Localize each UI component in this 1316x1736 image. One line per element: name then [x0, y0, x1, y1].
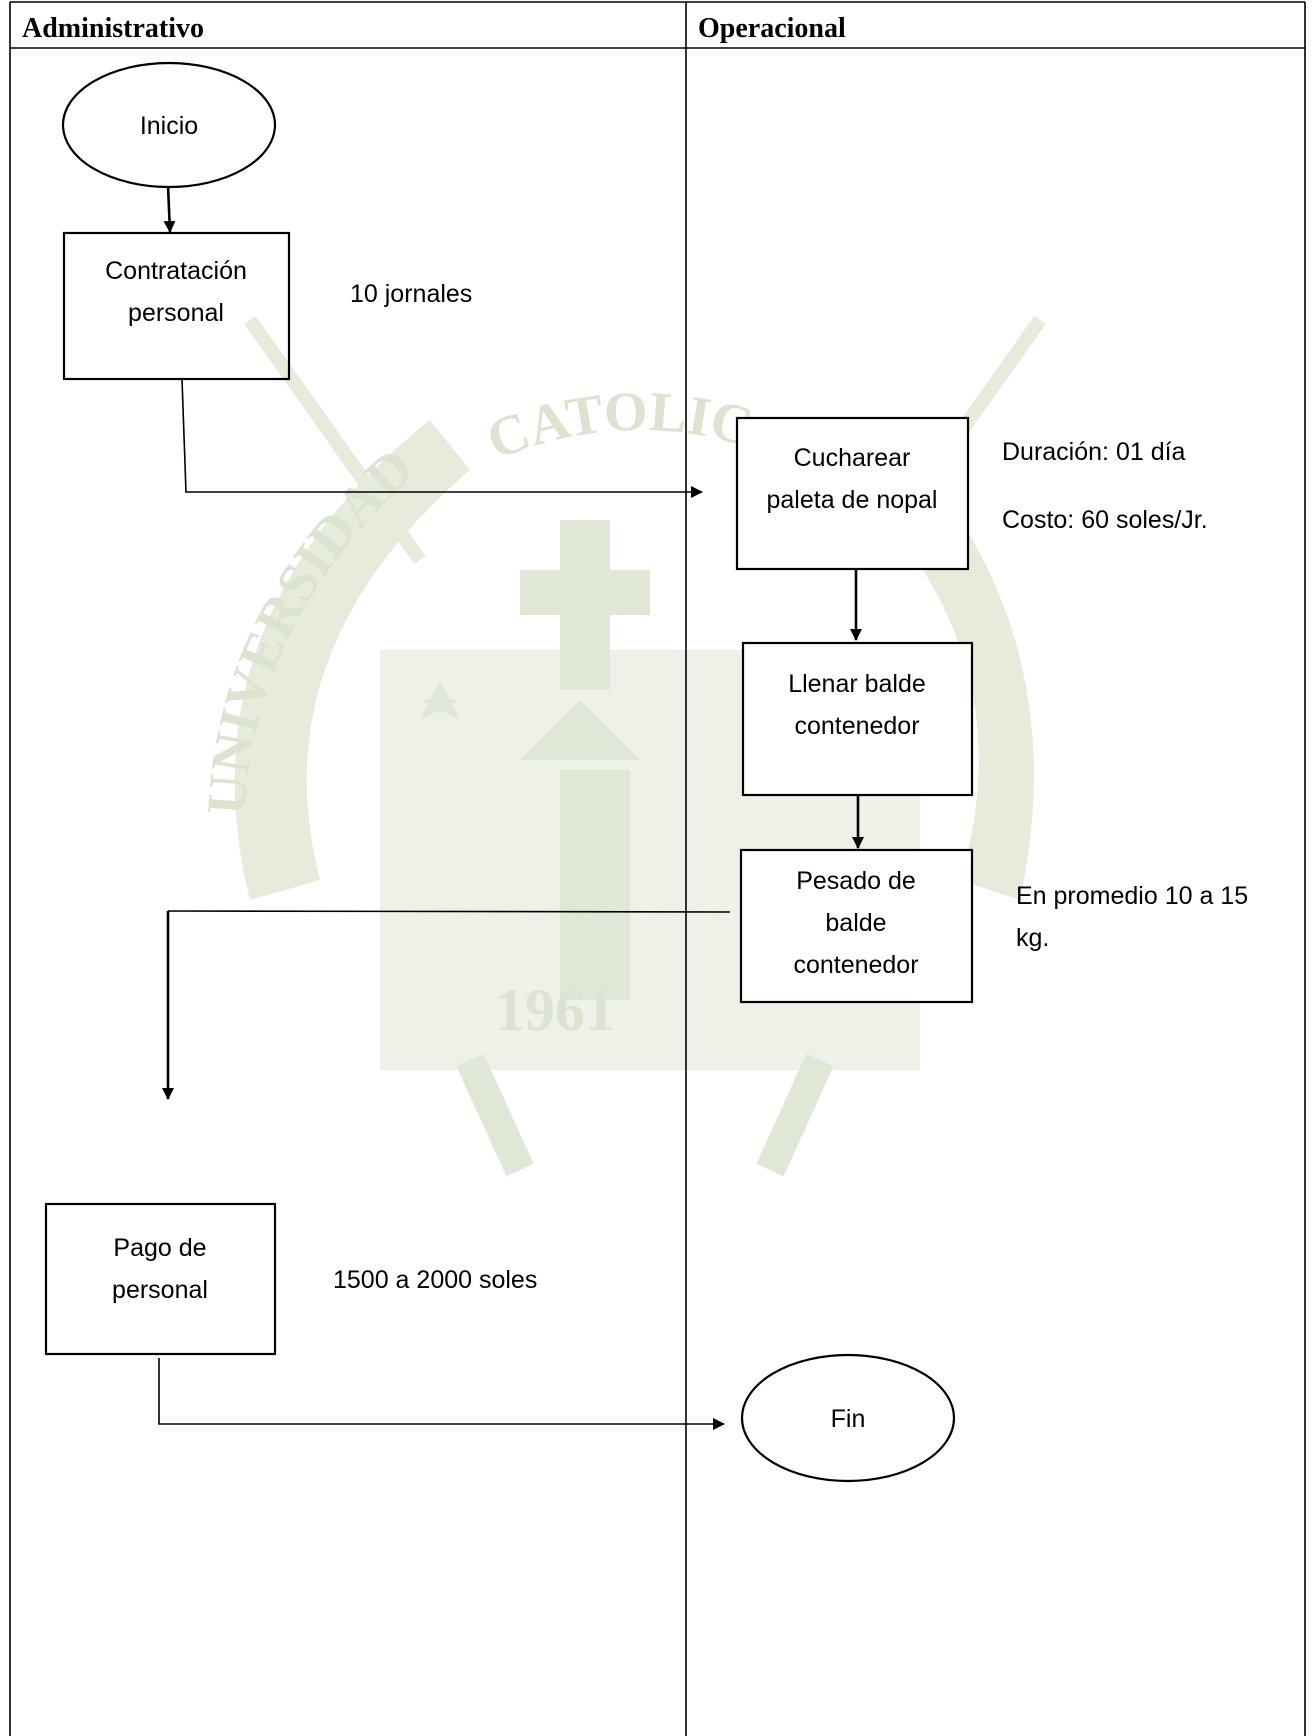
connectors [158, 185, 864, 1430]
edge-pago-fin [158, 1358, 725, 1430]
node-fin-label: Fin [831, 1405, 866, 1433]
node-cucharear-line-2: paleta de nopal [767, 486, 938, 514]
node-llenar-line-1: Llenar balde [788, 670, 926, 698]
node-llenar-line-2: contenedor [794, 712, 919, 740]
node-inicio: Inicio [61, 61, 277, 189]
lane-header-operacional: Operacional [698, 13, 846, 44]
node-fin: Fin [740, 1353, 956, 1483]
node-inicio-label: Inicio [140, 112, 198, 140]
node-cucharear-line-1: Cucharear [794, 444, 911, 472]
process-box [62, 231, 291, 381]
note-jornales: 10 jornales [350, 280, 472, 308]
lane-header-administrativo: Administrativo [22, 13, 204, 44]
note-duracion: Duración: 01 día [1002, 438, 1186, 466]
node-contratacion: Contratación personal [62, 231, 291, 381]
node-pesado-line-1: Pesado de [796, 867, 916, 895]
node-pago-line-1: Pago de [113, 1234, 206, 1262]
edge-contratacion-cucharear [181, 378, 703, 498]
edge-pesado-line [167, 910, 731, 913]
node-llenar: Llenar balde contenedor [741, 641, 974, 797]
node-contratacion-line-2: personal [128, 299, 224, 327]
terminal-ellipse [61, 61, 277, 189]
process-box [739, 848, 974, 1004]
node-contratacion-line-1: Contratación [105, 257, 247, 285]
edge-inicio-contratacion [163, 185, 176, 233]
terminal-ellipse [740, 1353, 956, 1483]
note-soles: 1500 a 2000 soles [333, 1266, 537, 1294]
watermark-year: 1961 [495, 977, 615, 1043]
node-pesado: Pesado de balde contenedor [739, 848, 974, 1004]
node-pago: Pago de personal [44, 1202, 277, 1356]
note-promedio-line-2: kg. [1016, 924, 1049, 952]
note-costo: Costo: 60 soles/Jr. [1002, 506, 1208, 534]
node-pesado-line-2: balde [825, 909, 886, 937]
annotations: 10 jornales Duración: 01 día Costo: 60 s… [333, 280, 1248, 1294]
node-cucharear: Cucharear paleta de nopal [735, 416, 970, 571]
note-promedio-line-1: En promedio 10 a 15 [1016, 882, 1248, 910]
process-box [44, 1202, 277, 1356]
node-pesado-line-3: contenedor [793, 951, 918, 979]
process-box [741, 641, 974, 797]
swimlane-table: Administrativo Operacional [9, 1, 1306, 1736]
node-pago-line-2: personal [112, 1276, 208, 1304]
process-box [735, 416, 970, 571]
